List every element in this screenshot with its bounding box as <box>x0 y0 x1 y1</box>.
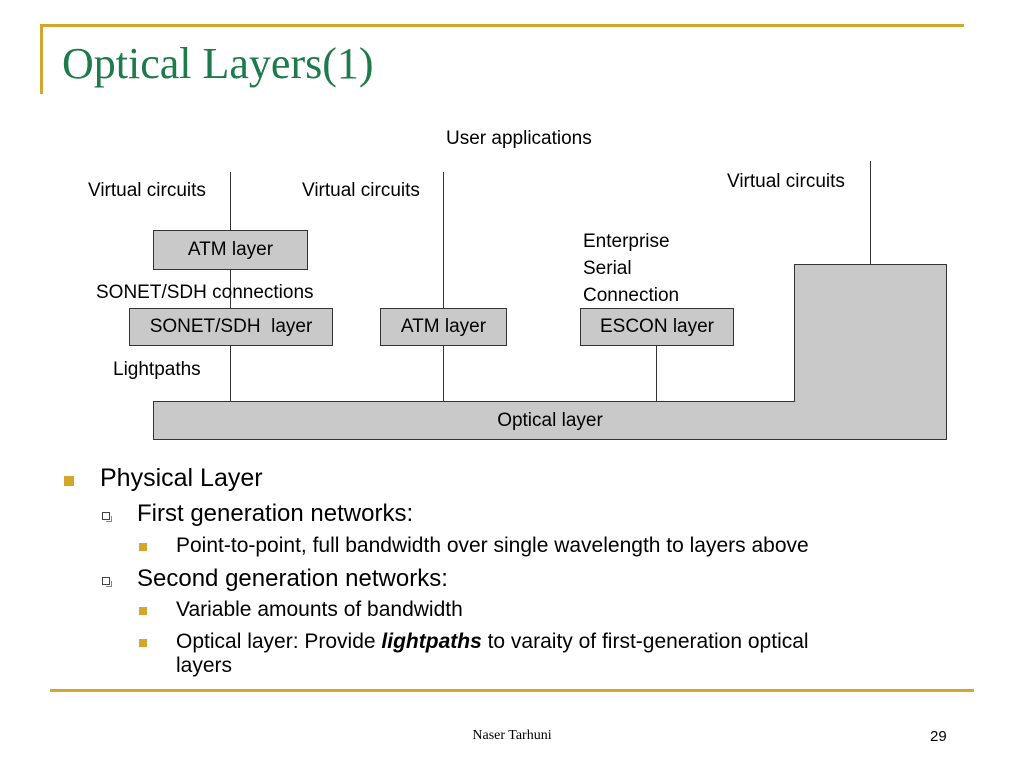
bullet-point-to-point: Point-to-point, full bandwidth over sing… <box>176 534 809 557</box>
sonet-connections-label: SONET/SDH connections <box>96 282 314 303</box>
bullet-square-icon <box>139 639 147 647</box>
bullet-square-icon <box>64 476 74 486</box>
bullet-optical-layer-provide: Optical layer: Provide lightpaths to var… <box>176 630 809 654</box>
virtual-circuits-label-left: Virtual circuits <box>88 180 206 201</box>
bullet-text-lightpaths: lightpaths <box>381 630 482 653</box>
bullet-variable-bandwidth: Variable amounts of bandwidth <box>176 598 463 621</box>
enterprise-line-3: Connection <box>583 285 680 306</box>
escon-layer-label: ESCON layer <box>599 316 715 337</box>
atm-layer-box-mid: ATM layer <box>380 308 507 346</box>
connector-line-left <box>230 172 231 230</box>
enterprise-line-2: Serial <box>583 258 632 279</box>
bullet-first-generation: First generation networks: <box>137 500 414 527</box>
sonet-layer-box: SONET/SDH layer <box>129 308 333 346</box>
connector-line-left-mid <box>230 269 231 309</box>
bullet-text-post: to varaity of first-generation optical <box>481 630 809 653</box>
atm-layer-mid-label: ATM layer <box>400 316 487 337</box>
bullet-optical-layer-line2: layers <box>176 654 233 677</box>
bullet-text-pre: Optical layer: Provide <box>176 630 382 653</box>
footer-author: Naser Tarhuni <box>472 728 552 743</box>
connector-line-escon <box>656 345 657 401</box>
connector-line-center <box>443 172 444 309</box>
optical-layer-box: Optical layer <box>153 401 947 440</box>
page-number: 29 <box>930 728 947 745</box>
optical-layer-label: Optical layer <box>497 409 603 431</box>
optical-layers-diagram: User applications Virtual circuits Virtu… <box>88 128 947 440</box>
bullet-physical-layer: Physical Layer <box>100 464 263 492</box>
atm-layer-box-top: ATM layer <box>153 230 308 270</box>
connector-line-right <box>870 161 871 265</box>
user-applications-label: User applications <box>446 128 592 149</box>
right-block <box>794 264 947 410</box>
atm-layer-top-label: ATM layer <box>187 239 274 260</box>
frame-bottom-line <box>50 689 974 692</box>
bullet-second-generation: Second generation networks: <box>137 565 448 592</box>
slide-title: Optical Layers(1) <box>62 39 374 88</box>
escon-layer-box: ESCON layer <box>580 308 734 346</box>
virtual-circuits-label-right: Virtual circuits <box>727 171 845 192</box>
virtual-circuits-label-center: Virtual circuits <box>302 180 420 201</box>
bullet-square-icon <box>139 607 147 615</box>
enterprise-line-1: Enterprise <box>583 231 670 252</box>
bullet-hollow-square-icon <box>102 512 112 522</box>
connector-line-left-low <box>230 345 231 401</box>
right-block-joint <box>795 398 946 404</box>
sonet-layer-label: SONET/SDH layer <box>149 316 313 337</box>
frame-top-line <box>40 24 964 27</box>
bullet-square-icon <box>139 543 147 551</box>
frame-vertical-line <box>40 24 43 94</box>
lightpaths-label: Lightpaths <box>113 359 201 380</box>
bullet-hollow-square-icon <box>102 577 112 587</box>
connector-line-center-low <box>443 345 444 401</box>
